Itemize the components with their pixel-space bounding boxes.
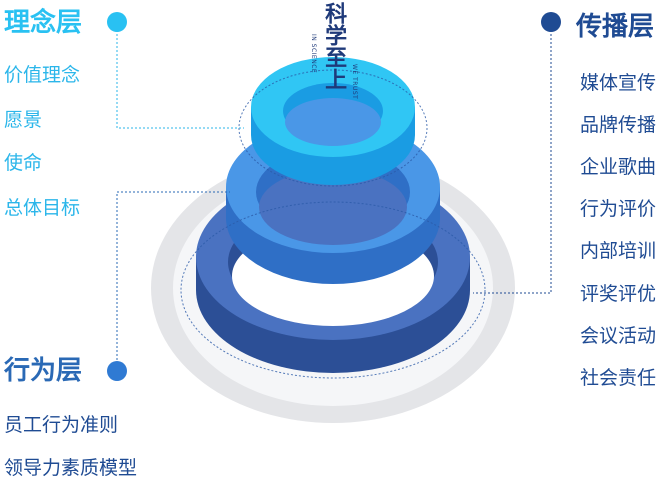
top-ring: [251, 57, 415, 185]
spread-title: 传播层: [576, 12, 655, 42]
spread-item: 企业歌曲: [580, 156, 657, 178]
spread-item: 评奖评优: [580, 283, 657, 305]
motto-english-right: WE TRUST: [351, 64, 358, 100]
bottom-orbit: [180, 201, 486, 379]
spread-item: 会议活动: [580, 325, 657, 347]
behavior-title: 行为层: [4, 356, 83, 386]
behavior-item: 员工行为准则: [4, 414, 119, 436]
behavior-dot: [107, 361, 127, 381]
motto-english-left: IN SCIENCE: [310, 34, 317, 74]
concept-item: 价值理念: [4, 64, 81, 86]
concept-connector: [116, 22, 244, 129]
spread-item: 媒体宣传: [580, 72, 657, 94]
concept-item: 总体目标: [4, 197, 81, 219]
concept-item: 使命: [4, 152, 43, 174]
behavior-connector: [116, 191, 230, 372]
spread-dot: [541, 12, 561, 32]
spread-item: 行为评价: [580, 198, 657, 220]
calligraphy-motto: 科学至上: [321, 2, 348, 90]
spread-item: 社会责任: [580, 367, 657, 389]
concept-title: 理念层: [4, 8, 83, 38]
concept-dot: [107, 12, 127, 32]
spread-item: 内部培训: [580, 240, 657, 262]
concept-item: 愿景: [4, 109, 43, 131]
spread-item: 品牌传播: [580, 114, 657, 136]
behavior-item: 领导力素质模型: [4, 457, 138, 479]
